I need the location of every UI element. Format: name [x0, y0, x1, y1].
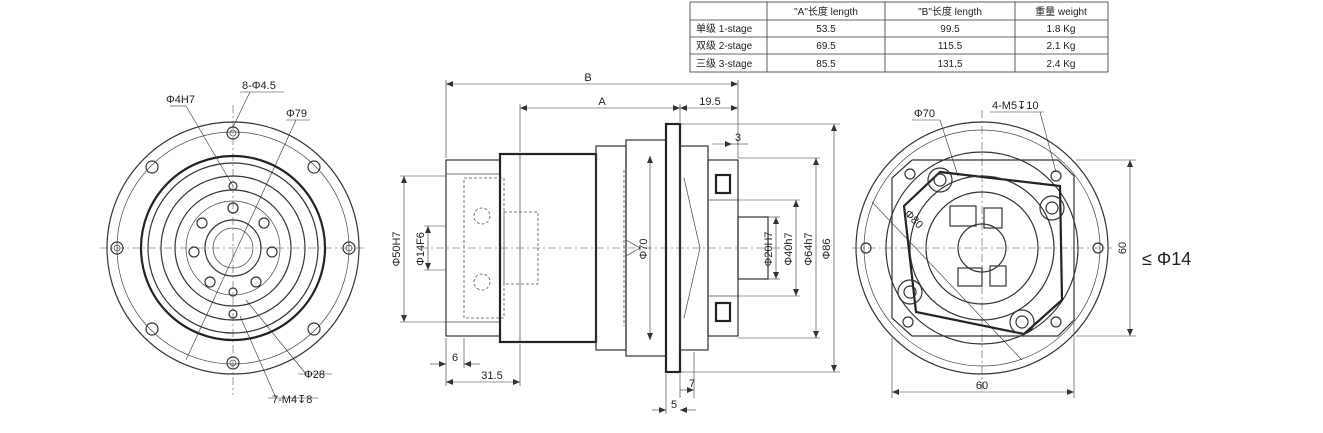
table-cell: 69.5	[816, 41, 836, 52]
label-rear-body: Φ70	[914, 108, 935, 120]
label-shaft: Φ14F6	[415, 232, 427, 266]
table-cell: 2.4 Kg	[1047, 59, 1076, 70]
label-shaft-bore: Φ50H7	[391, 231, 403, 266]
label-bore: Φ4H7	[166, 94, 195, 106]
table-cell: 115.5	[938, 41, 963, 52]
label-6: 6	[452, 352, 458, 364]
table-cell: 2.1 Kg	[1047, 41, 1076, 52]
label-spigot-20: Φ20H7	[763, 231, 775, 266]
label-b: B	[584, 72, 591, 84]
label-19-5: 19.5	[699, 96, 720, 108]
label-motor-shaft: ≤ Φ14	[1142, 249, 1191, 269]
spec-table: "A"长度 length "B"长度 length 重量 weight 单级 1…	[689, 1, 1109, 73]
label-spigot-40: Φ40h7	[783, 232, 795, 265]
table-cell: 85.5	[816, 59, 836, 70]
table-cell: 131.5	[937, 59, 962, 70]
front-view: Φ4H7 8-Φ4.5 Φ79 Φ28 7-M4↧8	[100, 80, 365, 406]
table-header-b: "B"长度 length	[918, 5, 982, 18]
label-hub: Φ28	[304, 369, 325, 381]
label-spigot-64: Φ64h7	[803, 232, 815, 265]
table-cell: 单级 1-stage	[696, 23, 753, 35]
table-cell: 双级 2-stage	[696, 40, 753, 52]
table-cell: 53.5	[816, 24, 836, 35]
table-cell: 1.8 Kg	[1047, 24, 1076, 35]
label-a: A	[598, 96, 606, 108]
label-rear-tapped: 4-M5↧10	[992, 100, 1039, 112]
label-31-5: 31.5	[481, 370, 502, 382]
label-rear-height: 60	[1117, 242, 1129, 254]
table-header-weight: 重量 weight	[1035, 5, 1087, 18]
label-body: Φ70	[638, 238, 650, 259]
label-3: 3	[735, 132, 741, 144]
label-5: 5	[671, 399, 677, 411]
label-flange: Φ86	[821, 238, 833, 259]
rear-view: Φ70 4-M5↧10 Φ80 60 60 ≤ Φ14	[852, 100, 1191, 398]
table-cell: 三级 3-stage	[696, 58, 753, 70]
label-rear-width: 60	[976, 380, 988, 392]
label-holes: 8-Φ4.5	[242, 80, 276, 92]
label-pcd: Φ79	[286, 108, 307, 120]
side-view: B A 19.5 3 Φ50H7 Φ14F6 Φ70 Φ20H7 Φ40h7 Φ…	[391, 72, 840, 414]
table-cell: 99.5	[940, 24, 960, 35]
table-header-a: "A"长度 length	[794, 5, 858, 18]
label-tapped: 7-M4↧8	[272, 394, 312, 406]
label-7: 7	[689, 378, 695, 390]
